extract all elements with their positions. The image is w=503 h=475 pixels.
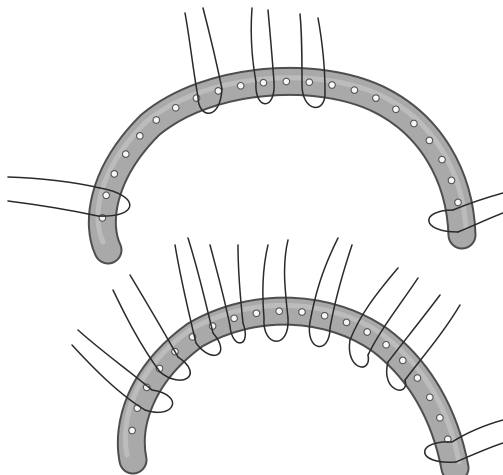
band-hole [393, 106, 400, 113]
upper-band-body [102, 81, 462, 250]
upper-suture-band [98, 78, 466, 250]
band-hole [343, 319, 350, 326]
band-hole [437, 415, 444, 422]
band-hole [321, 312, 328, 319]
band-hole [237, 83, 244, 90]
suture-thread [203, 8, 222, 89]
suture-thread [78, 330, 152, 390]
band-hole [306, 79, 313, 86]
suture-thread [8, 177, 100, 188]
band-hole [455, 199, 462, 206]
band-hole [299, 309, 306, 316]
band-hole [383, 342, 390, 349]
band-hole [351, 87, 358, 94]
band-hole [253, 310, 260, 317]
band-hole [373, 95, 380, 102]
band-hole [400, 357, 407, 364]
band-hole [427, 394, 434, 401]
suture-thread [130, 275, 178, 357]
band-hole [231, 315, 238, 322]
band-hole [137, 133, 144, 140]
band-hole [329, 82, 336, 89]
band-hole [439, 156, 446, 163]
band-hole [103, 192, 110, 199]
band-hole [411, 120, 418, 127]
suture-thread [8, 201, 98, 216]
band-hole [129, 427, 136, 434]
band-hole [111, 171, 118, 178]
band-hole [448, 177, 455, 184]
band-hole [172, 105, 179, 112]
band-hole [283, 78, 290, 85]
band-hole [276, 308, 283, 315]
band-hole [153, 117, 160, 124]
band-hole [426, 137, 433, 144]
band-hole [414, 375, 421, 382]
band-hole [260, 79, 267, 86]
suture-thread [185, 13, 198, 97]
band-hole [364, 329, 371, 336]
suture-thread [405, 305, 460, 380]
band-hole [123, 151, 130, 158]
lower-suture-band [125, 305, 459, 468]
band-hole [215, 88, 222, 95]
